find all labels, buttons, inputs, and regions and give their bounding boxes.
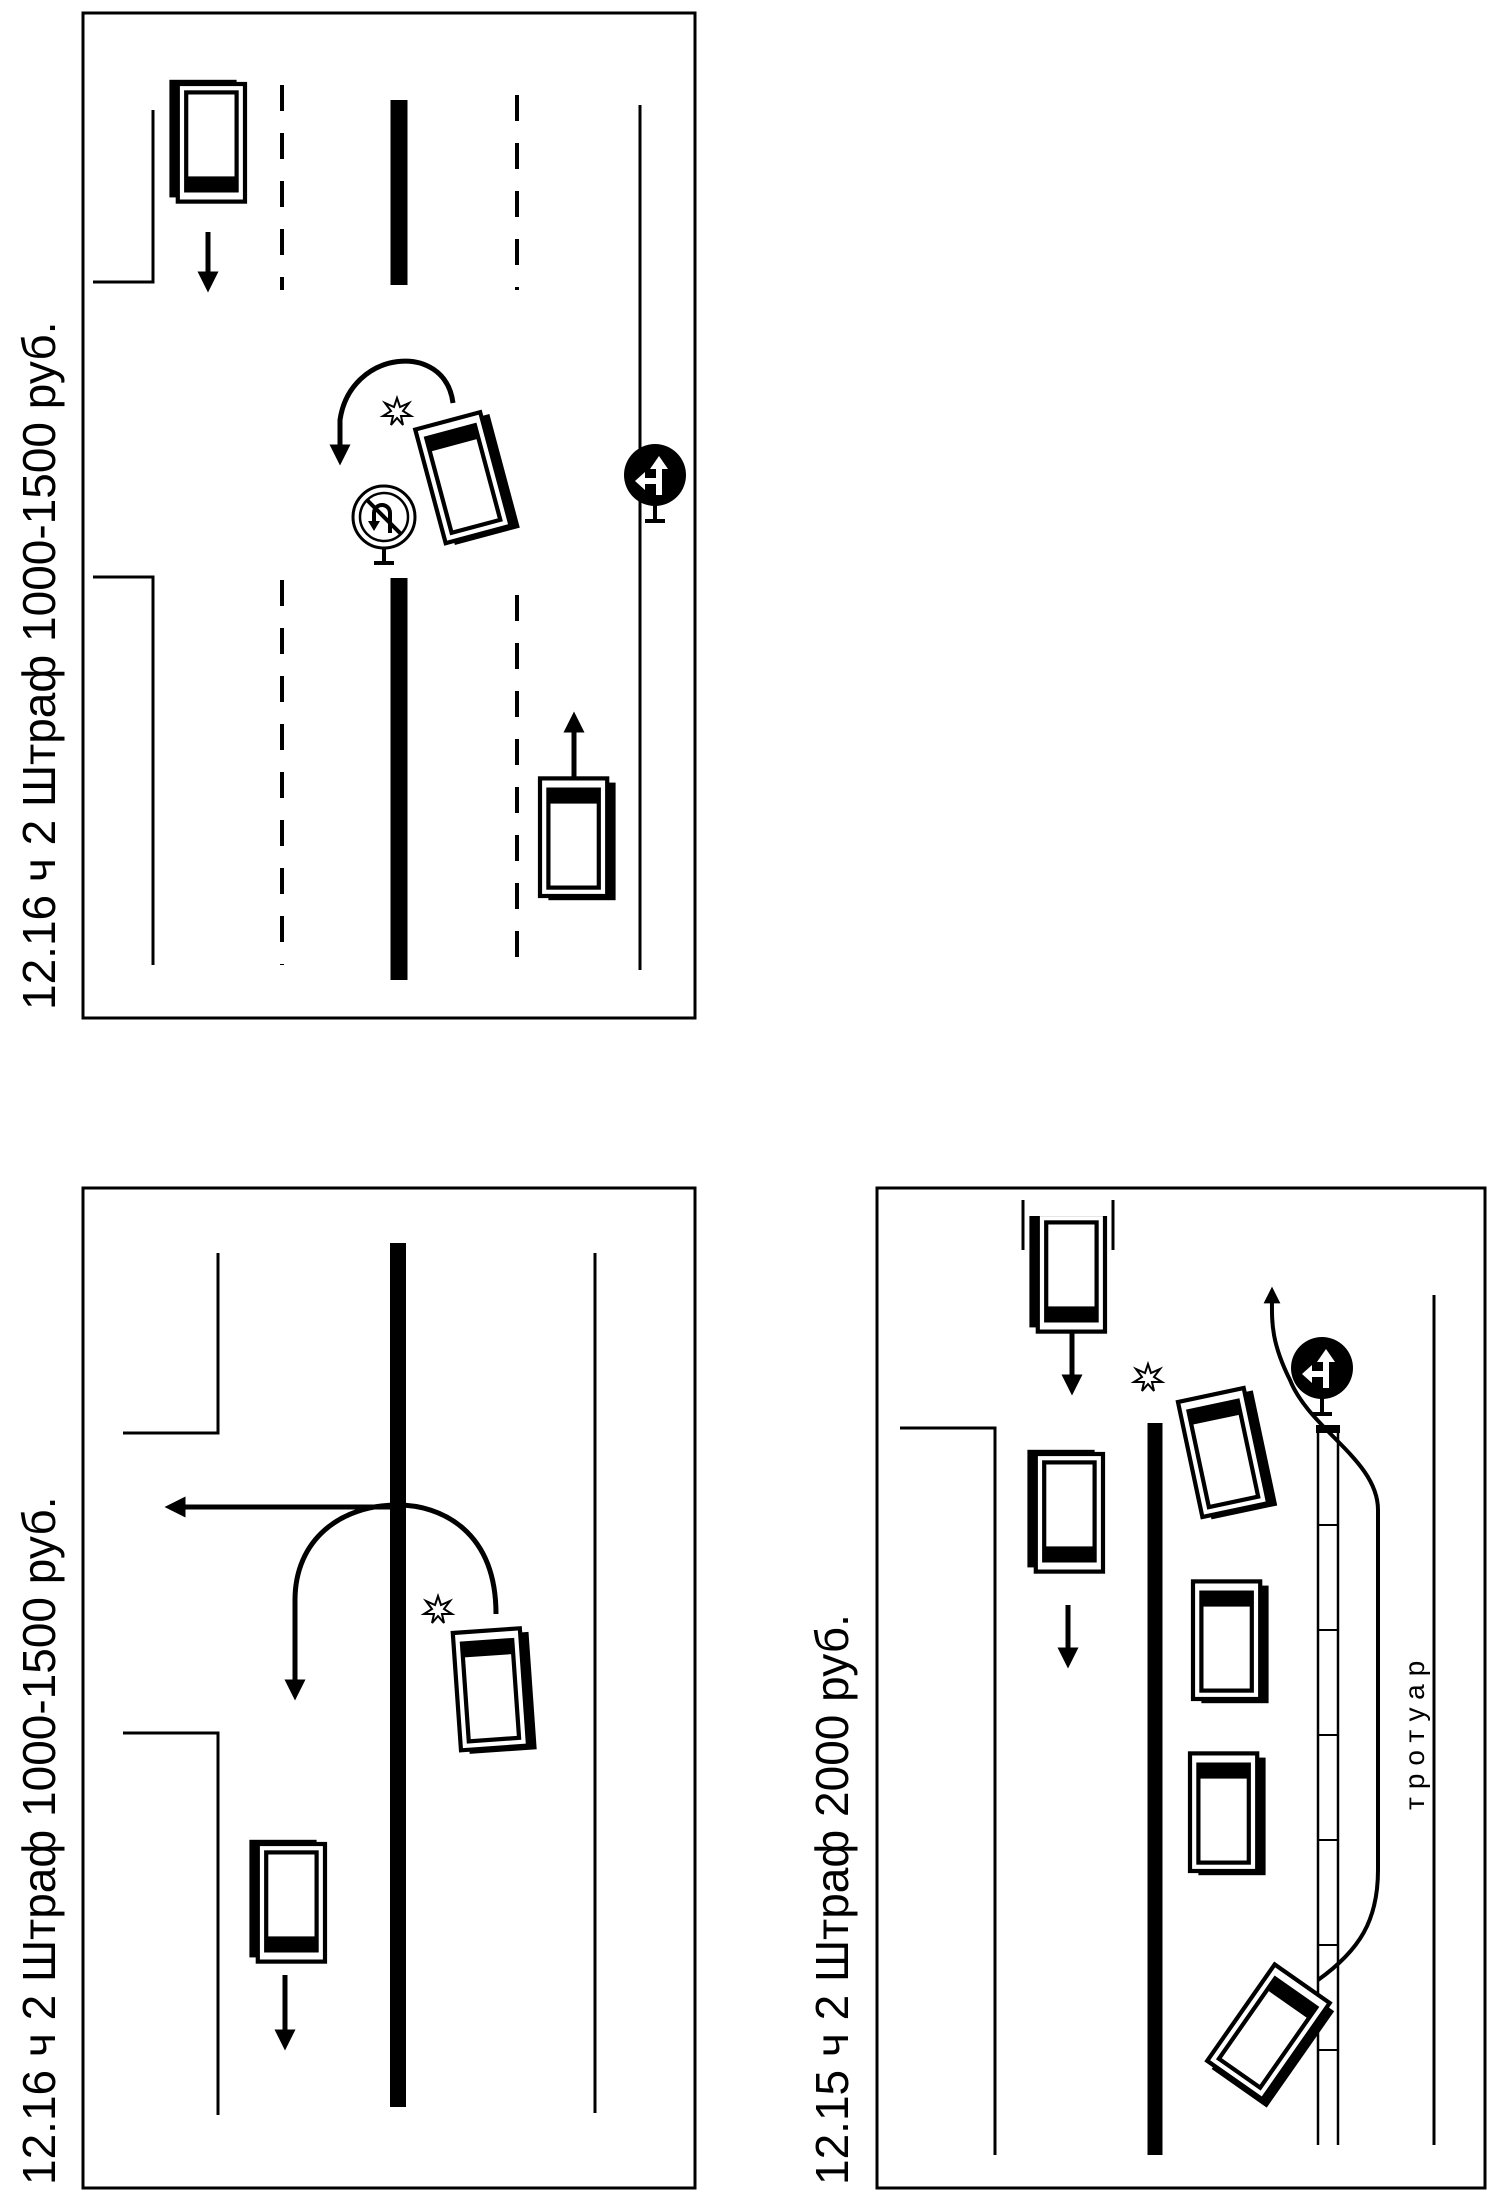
car-same-direction — [540, 778, 616, 900]
impact-star-icon — [423, 1595, 453, 1624]
panel-middle-caption: 12.16 ч 2 Штраф 1000-1500 руб. — [13, 1497, 65, 2186]
car-oncoming-middle — [1027, 1450, 1103, 1572]
panel-top: 12.16 ч 2 Штраф 1000-1500 руб. — [13, 11, 697, 1020]
car-violator — [415, 410, 520, 547]
panel-bottom: 12.15 ч 2 Штраф 2000 руб. тротуар — [806, 1186, 1487, 2190]
panel-bottom-caption: 12.15 ч 2 Штраф 2000 руб. — [806, 1614, 858, 2185]
impact-star-icon — [382, 397, 412, 426]
panel-top-caption: 12.16 ч 2 Штраф 1000-1500 руб. — [13, 322, 65, 1011]
car-oncoming — [169, 80, 245, 202]
car-queue-2 — [1190, 1753, 1266, 1875]
straight-or-left-sign-icon — [624, 444, 686, 521]
car-oncoming — [249, 1840, 325, 1962]
car-violator — [1178, 1386, 1277, 1521]
impact-star-icon — [1133, 1363, 1163, 1392]
u-turn-path — [329, 358, 456, 466]
car-queue-1 — [1193, 1581, 1269, 1703]
car-oncoming-top — [1029, 1210, 1105, 1332]
no-u-turn-sign-icon — [351, 484, 417, 565]
sidewalk-label: тротуар — [1399, 1653, 1430, 1810]
car-violator — [453, 1628, 537, 1755]
panel-middle: 12.16 ч 2 Штраф 1000-1500 руб. — [13, 1186, 697, 2190]
sidewalk-driving-path — [1263, 1286, 1380, 1982]
